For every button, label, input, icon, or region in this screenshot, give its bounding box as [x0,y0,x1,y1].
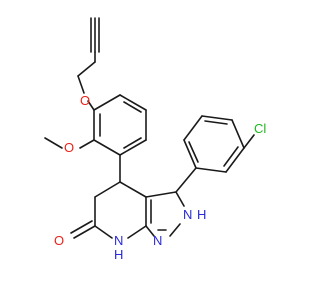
ring-d-bond-5 [183,115,203,141]
ring-d-bond-1 [195,167,227,173]
lactam-n-label: N [114,233,123,248]
methoxyphenyl-ring [93,94,147,156]
ring-b-bond-1 [94,181,121,198]
ring-d-double-1 [223,146,239,167]
pyridinone-ring [70,181,147,239]
carbonyl-bond-2 [70,220,93,234]
aryl-o-bond [87,100,95,111]
ring-a-bond-2 [93,139,121,156]
ring-c-bond-3 [169,223,181,237]
ring-d-bond-2 [225,147,245,173]
molecule-diagram: O O O N H N N H Cl [44,17,266,262]
chlorine-label: Cl [254,121,266,136]
ring-c-bond-2 [175,191,185,207]
ring-d-bond-6 [183,139,197,169]
pyrazole-n-label: N [153,233,162,248]
chlorophenyl-ring [175,115,255,193]
ring-d-bond-4 [201,115,233,121]
aryl-link-bond [175,167,197,193]
lactam-h-label: H [114,247,123,262]
ring-c-bond-4 [145,225,155,237]
methoxy-oxygen-label: O [64,140,74,155]
ring-c-bond-1 [145,191,177,198]
ring-b-bond-6 [119,181,147,198]
ring-a-bond-6 [93,94,121,111]
ring-a-bond-5 [119,94,147,111]
alkyne-group [77,17,100,94]
pyrazole-nh-n-label: N [183,207,192,222]
methoxy-ch3-bond [44,137,63,149]
pyrazole-nh-h-label: H [197,207,206,222]
carbonyl-bond-1 [73,225,96,239]
ring-b-bond-3 [94,225,113,239]
ring-b-bond-4 [127,225,147,239]
ring-d-bond-3 [231,119,245,149]
structure-svg: O O O N H N N H Cl [44,17,266,262]
ch2-bond [77,61,96,77]
ring-d-double-2 [204,120,228,125]
ring-a-double-2 [123,137,142,149]
ring-a-bond-3 [119,139,147,156]
c-cl-bond [243,134,255,149]
ring-d-double-3 [188,141,199,163]
ch2-o-bond [77,75,85,94]
ether-oxygen-label: O [80,93,90,108]
methoxy-group [44,137,95,149]
pyrazole-ring [145,191,185,237]
carbonyl-oxygen-label: O [54,233,64,248]
ring-a-double-3 [123,101,142,113]
aryl-methoxy-o-bond [79,139,95,149]
